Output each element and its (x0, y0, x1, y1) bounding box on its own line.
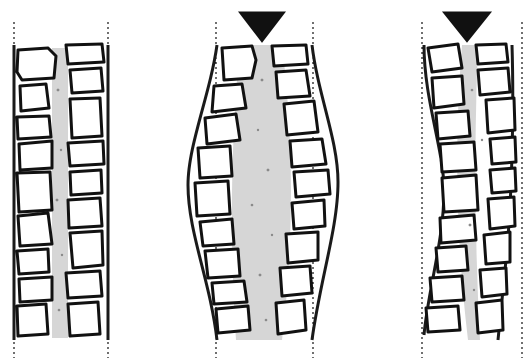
right-leaf-stones (476, 44, 516, 333)
stone (430, 276, 464, 302)
stone (286, 232, 318, 263)
stone (205, 249, 240, 278)
stone (426, 306, 460, 332)
stone (68, 198, 102, 228)
load-arrow-icon (443, 12, 491, 42)
stone (200, 219, 234, 246)
stone (68, 302, 100, 336)
panel-leaning-wall (422, 12, 522, 358)
stone (276, 300, 306, 334)
stone (66, 271, 102, 298)
stone (212, 84, 246, 112)
left-leaf-stones (17, 48, 56, 336)
stone (70, 98, 102, 138)
stone (290, 139, 326, 167)
load-arrow-icon (239, 12, 285, 42)
stone (478, 68, 510, 95)
panel-stable-wall (14, 22, 108, 358)
stone (436, 111, 470, 139)
stone (17, 304, 48, 336)
stone (17, 48, 56, 80)
stone (66, 44, 104, 64)
stone (440, 142, 476, 172)
stone (17, 172, 52, 212)
stone (19, 277, 52, 302)
infill-core (52, 48, 68, 338)
stone (17, 116, 51, 139)
stone (216, 306, 250, 333)
stone (436, 246, 468, 272)
stone (442, 175, 478, 212)
stone (70, 231, 103, 268)
stone (195, 181, 230, 216)
stone (490, 137, 516, 164)
stone (198, 146, 232, 178)
stone (284, 101, 318, 135)
right-leaf-stones (66, 44, 104, 336)
stone (488, 197, 515, 229)
stone (490, 168, 516, 193)
stone (294, 170, 330, 197)
stone (272, 45, 308, 66)
stone (486, 98, 515, 133)
stone (70, 170, 102, 195)
stone (222, 46, 256, 80)
stone (440, 215, 476, 243)
stone (432, 76, 464, 108)
stone (18, 213, 52, 246)
stone (480, 268, 507, 297)
stone (428, 44, 462, 72)
stone (19, 141, 52, 170)
stone (476, 300, 503, 333)
stone (17, 249, 49, 274)
stone (276, 70, 310, 98)
stone (70, 68, 103, 93)
stone (205, 114, 240, 144)
stone (68, 141, 104, 166)
stone (280, 266, 312, 296)
stone (476, 44, 508, 64)
stone (20, 84, 49, 111)
stone (292, 200, 325, 229)
stone (484, 232, 510, 264)
stone (212, 281, 247, 304)
panel-bulging-wall (188, 12, 338, 358)
